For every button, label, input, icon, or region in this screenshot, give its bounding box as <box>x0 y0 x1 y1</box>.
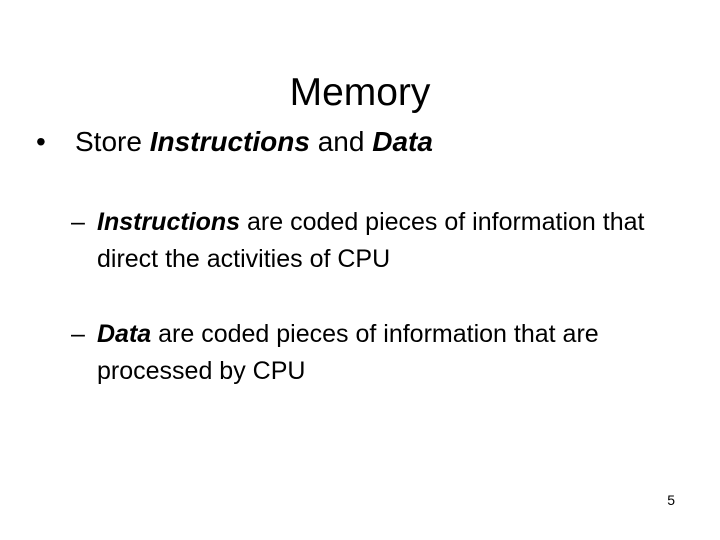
sub-bullet-text-instructions: are coded pieces of information that dir… <box>97 208 645 273</box>
bullet-level1-term-data: Data <box>372 126 433 157</box>
bullet-level1-middle: and <box>309 126 373 157</box>
sub-bullet-list: – Instructions are coded pieces of infor… <box>0 204 720 390</box>
list-item: – Data are coded pieces of information t… <box>0 316 720 390</box>
dash-marker-icon: – <box>71 208 85 236</box>
sub-bullet-term-instructions: Instructions <box>97 208 241 236</box>
bullet-level1-prefix: Store <box>75 126 150 157</box>
bullet-marker-icon: • <box>36 126 46 157</box>
page-number: 5 <box>667 492 675 508</box>
dash-marker-icon: – <box>71 320 85 348</box>
sub-bullet-text-data: are coded pieces of information that are… <box>97 320 599 385</box>
sub-bullet-term-data: Data <box>97 320 152 348</box>
list-item: – Instructions are coded pieces of infor… <box>0 204 720 278</box>
bullet-level1-term-instructions: Instructions <box>149 126 310 157</box>
page-title: Memory <box>289 71 431 115</box>
slide-body: • Store Instructions and Data – Instruct… <box>0 124 720 390</box>
bullet-level1: • Store Instructions and Data <box>0 124 720 160</box>
